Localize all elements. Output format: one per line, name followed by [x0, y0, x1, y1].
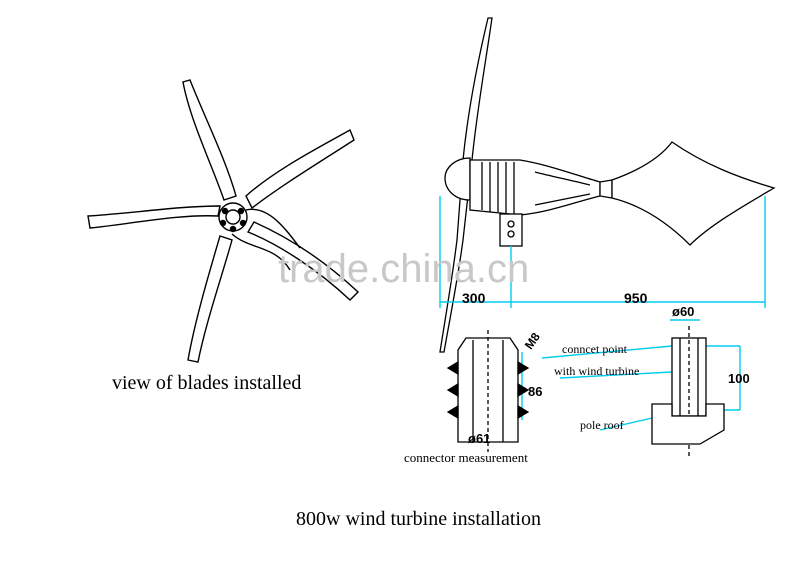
- connect-point-label: conncet point: [562, 342, 627, 356]
- watermark: trade.china.cn: [278, 247, 529, 291]
- blade-upper: [182, 79, 237, 201]
- pole-drawing: [651, 326, 725, 456]
- main-caption: 800w wind turbine installation: [296, 508, 541, 530]
- blade-lower-left: [187, 235, 233, 363]
- blade-rotor-view: [87, 79, 360, 363]
- dim-hub-length: 300: [462, 290, 486, 306]
- blades-view-caption: view of blades installed: [112, 372, 302, 394]
- mount-block: [499, 213, 523, 247]
- tail-fin: [611, 141, 776, 246]
- dim-connector-height: 86: [528, 384, 543, 399]
- pole-roof-base: [651, 403, 725, 445]
- blade-lower-right: [246, 221, 360, 301]
- connector-measurement-label: connector measurement: [404, 450, 528, 465]
- nose-cone: [444, 157, 471, 201]
- blade-upper-right: [245, 128, 355, 210]
- dim-connector-diameter: ø61: [468, 431, 491, 446]
- dim-pole-height: 100: [728, 371, 750, 386]
- turbine-side-view: [439, 17, 776, 353]
- blade-left: [87, 205, 221, 229]
- connect-point-label-2: with wind turbine: [554, 364, 640, 378]
- dim-body-length: 950: [624, 290, 648, 306]
- pole-roof-label: pole roof: [580, 418, 624, 432]
- connector-drawing: [446, 330, 530, 452]
- dim-pole-diameter: ø60: [672, 304, 695, 319]
